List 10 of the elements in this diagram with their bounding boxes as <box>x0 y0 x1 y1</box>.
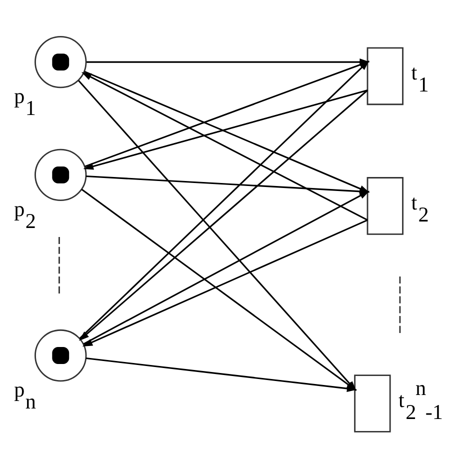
node-circle <box>34 36 87 88</box>
arrow <box>83 90 368 170</box>
node-box <box>354 374 391 432</box>
node-circle <box>34 329 87 382</box>
arrow <box>82 219 368 347</box>
arrow <box>83 190 370 345</box>
node-circle <box>34 148 87 202</box>
arrow <box>81 72 368 221</box>
node-box <box>366 177 404 235</box>
node-box <box>366 47 404 106</box>
